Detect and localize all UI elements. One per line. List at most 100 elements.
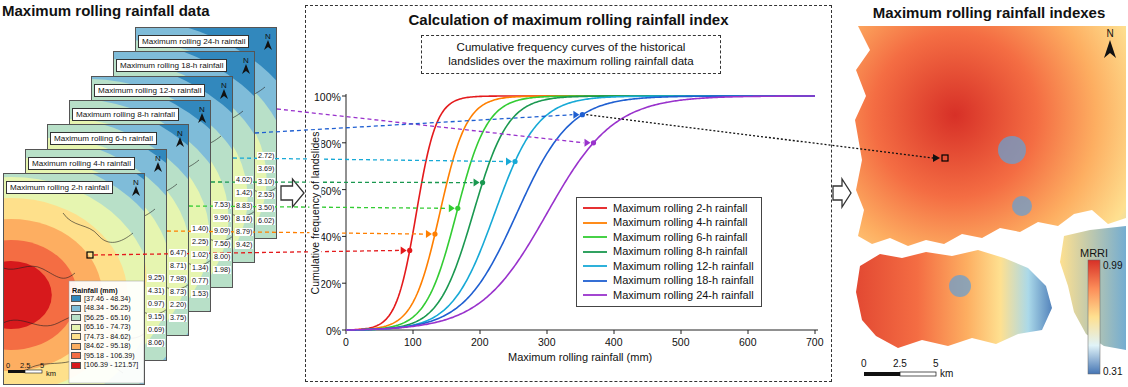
legend-title: Rainfall (mm) — [72, 287, 118, 295]
axis-tick — [613, 330, 614, 334]
scale-label: 5 — [40, 362, 44, 371]
frequency-curve — [346, 96, 815, 330]
legend-swatch — [71, 352, 81, 359]
legend-line-sample — [582, 232, 608, 242]
y-axis — [345, 94, 346, 330]
flow-arrow — [281, 179, 304, 207]
axis-tick-label: 20% — [319, 278, 342, 290]
low-index-spot — [1012, 196, 1032, 216]
label-holder: N — [265, 25, 271, 43]
legend-label: Maximum rolling 6-h rainfall — [613, 231, 748, 244]
frequency-curve — [346, 96, 815, 330]
marker-arrow — [573, 111, 579, 119]
low-index-spot — [949, 275, 971, 297]
map-frame — [4, 174, 145, 385]
legend-value-fragment: 8.16) — [235, 215, 253, 223]
legend-value-fragment: 9.15) — [147, 313, 165, 321]
legend-value-fragment: 8.71) — [169, 262, 187, 270]
legend-value-fragment: 2.53) — [257, 191, 275, 199]
text-holder: Maximum rolling rainfall indexes — [852, 4, 1126, 22]
label-holder: km — [940, 363, 953, 381]
label-holder: 3.50) — [257, 196, 275, 214]
label-holder: N — [155, 147, 161, 165]
panel-title: Maximum rolling rainfall indexes — [873, 4, 1106, 21]
legend-ground — [69, 281, 144, 383]
legend-line-sample — [582, 218, 608, 228]
axis-tick-label: 300 — [537, 336, 557, 348]
legend-value-fragment: 0.97) — [147, 300, 165, 308]
text-holder: Calculation of maximum rolling rainfall … — [306, 11, 831, 29]
sample-site — [942, 155, 948, 161]
label-holder: 8.06) — [147, 331, 165, 349]
marker-dot — [407, 248, 412, 253]
legend-value-fragment: 3.75) — [169, 314, 187, 322]
label-holder: 8.00) — [213, 245, 231, 263]
label-holder: 8.71) — [169, 254, 187, 272]
label-holder: N — [199, 98, 205, 116]
legend-value-fragment: 1.98) — [213, 266, 231, 274]
north-arrow — [1104, 40, 1116, 58]
scale-label: km — [940, 368, 953, 380]
axis-tick-label: 40% — [319, 231, 342, 243]
legend-row: [37.46 - 48.34) — [71, 294, 138, 304]
label-holder: km — [46, 362, 56, 380]
label-holder: 80% — [319, 134, 342, 152]
index-map-illustration — [852, 2, 1126, 385]
legend-label: Maximum rolling 2-h rainfall — [613, 202, 748, 215]
axis-tick — [412, 330, 413, 334]
label-holder: 8.16) — [235, 207, 253, 225]
legend-value-fragment: 1.02) — [191, 251, 209, 259]
north-arrow — [198, 113, 206, 123]
label-holder: 200 — [470, 332, 490, 350]
sample-site — [87, 252, 93, 258]
label-holder: 0.69) — [147, 318, 165, 336]
leader-line — [233, 158, 505, 162]
label-holder: 6.47) — [169, 241, 187, 259]
label-holder: MRRI — [1080, 243, 1108, 261]
legend-row: [84.62 - 95.18) — [71, 342, 138, 352]
label-holder: 1.02) — [191, 243, 209, 261]
axis-tick — [342, 189, 346, 190]
scale-label: 5 — [933, 358, 939, 370]
label-holder: Cumulative frequency of landslides — [305, 131, 323, 296]
axis-tick — [342, 95, 346, 96]
frequency-curve — [346, 96, 815, 330]
colorbar-value: 0.31 — [1103, 366, 1122, 378]
label-holder: N — [243, 49, 249, 67]
north-arrow — [154, 162, 162, 172]
label-holder: 9.42) — [235, 233, 253, 251]
label-holder: 0.97) — [147, 292, 165, 310]
scale-bar — [864, 372, 900, 376]
flow-arrow — [833, 179, 851, 207]
legend-value-fragment: 3.69) — [257, 165, 275, 173]
label-holder: 8.73) — [169, 280, 187, 298]
legend-swatch — [71, 333, 81, 340]
scale-bar — [900, 372, 936, 376]
legend-swatch — [71, 305, 81, 312]
marker-arrow — [506, 158, 512, 166]
leader-line — [94, 250, 400, 255]
panel-title: Maximum rolling rainfall data — [2, 2, 210, 19]
marker-dot — [480, 180, 485, 185]
leader-line — [255, 115, 572, 133]
label-holder: 0 — [6, 354, 10, 372]
colorbar-title: MRRI — [1080, 247, 1108, 260]
legend-line — [583, 207, 607, 209]
legend-row: [74.73 - 84.62) — [71, 332, 138, 342]
legend-line — [583, 294, 607, 296]
map-title: Maximum rolling 12-h rainfall — [94, 84, 205, 97]
legend-value-fragment: 8.06) — [147, 339, 165, 347]
legend-row: [65.16 - 74.73) — [71, 323, 138, 333]
label-holder: 0 — [861, 353, 867, 371]
label-holder: 300 — [537, 332, 557, 350]
label-holder: 2.25) — [191, 230, 209, 248]
legend-value-fragment: 1.53) — [191, 290, 209, 298]
label-holder: 9.25) — [147, 266, 165, 284]
label-holder: 1.53) — [191, 282, 209, 300]
legend-label: [74.73 - 84.62) — [84, 333, 131, 341]
north-arrow — [176, 137, 184, 147]
legend-value-fragment: 9.42) — [235, 241, 253, 249]
north-label: N — [133, 178, 139, 187]
legend-line — [583, 280, 607, 282]
marker-arrow — [584, 139, 590, 147]
